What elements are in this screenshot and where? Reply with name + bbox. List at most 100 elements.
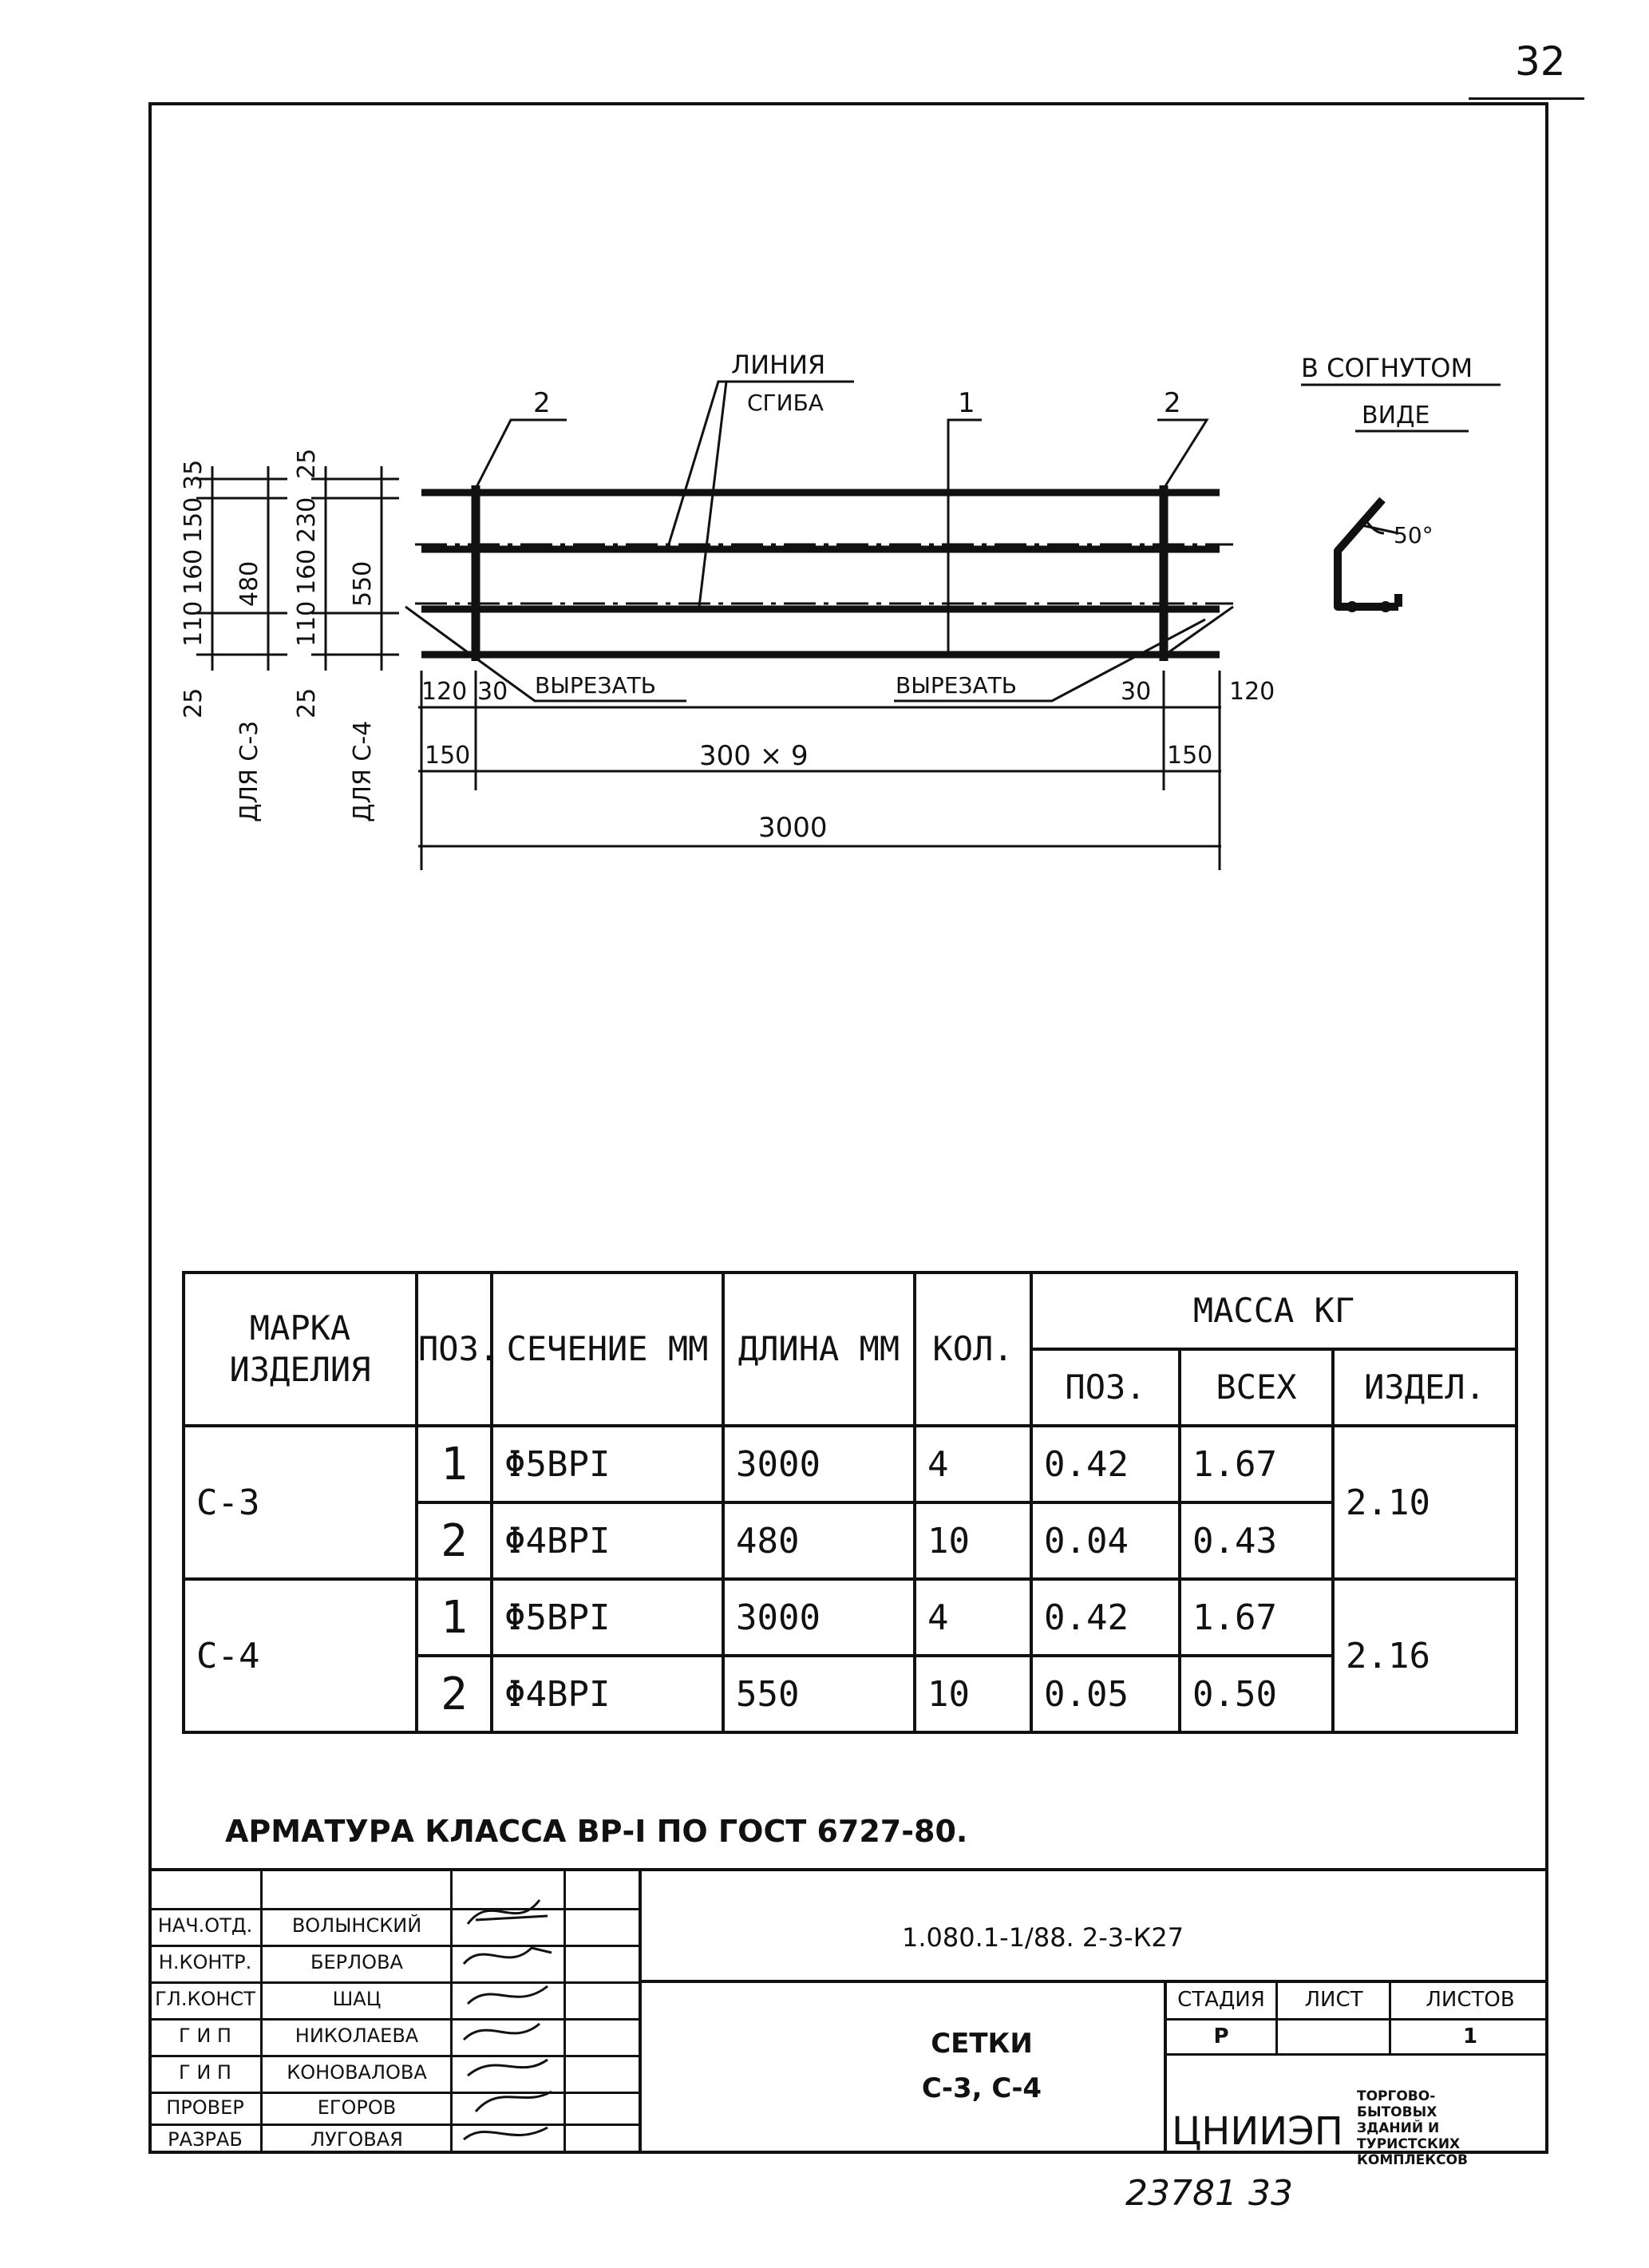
cell-mass-item: 2.16: [1331, 1577, 1518, 1734]
table-row: С-3 1 Φ5ВРI 3000 4 0.42 1.67 2.10: [182, 1424, 1518, 1581]
dim-c4-230: 230: [293, 497, 321, 543]
signature-7: [463, 2126, 548, 2141]
signature-4: [462, 2022, 540, 2041]
dim-c3-35: 35: [180, 460, 208, 490]
horizontal-dims: [418, 671, 1221, 870]
specification-table: МАРКА ИЗДЕЛИЯ ПОЗ. СЕЧЕНИЕ ММ ДЛИНА ММ К…: [182, 1271, 1518, 1734]
staff-name: НИКОЛАЕВА: [295, 2025, 419, 2047]
leader-pos-2-right: [1157, 418, 1209, 489]
cell-section: Φ5ВРI: [490, 1424, 725, 1504]
dim-150-left: 150: [425, 742, 470, 770]
header-mass: МАССА КГ: [1030, 1271, 1518, 1351]
organization-subtitle: ТОРГОВО- БЫТОВЫХ ЗДАНИЙ И ТУРИСТСКИХ КОМ…: [1357, 2088, 1469, 2168]
signature-3: [466, 1985, 548, 2005]
cell-mass-pos: 0.04: [1030, 1501, 1181, 1581]
dim-c4-total: 550: [349, 561, 377, 607]
cutout-outline: [405, 605, 1234, 656]
page-number-underline: [1469, 97, 1584, 100]
table-row: С-4 1 Φ5ВРI 3000 4 0.42 1.67 2.16: [182, 1577, 1518, 1734]
leader-pos-2-left: [474, 418, 567, 489]
cell-mass-pos: 0.42: [1030, 1424, 1181, 1504]
signatures: [462, 1899, 552, 2141]
dim-c3-25: 25: [180, 688, 208, 718]
bent-view-label-2: ВИДЕ: [1362, 402, 1430, 429]
dim-120-left: 120: [421, 678, 467, 706]
cut-left-label: ВЫРЕЗАТЬ: [535, 672, 656, 699]
bent-profile: [1334, 497, 1402, 611]
cell-section: Φ4ВРI: [490, 1501, 725, 1581]
transverse-bars: [471, 485, 1169, 661]
sheet-label: ЛИСТ: [1304, 1988, 1363, 2012]
signature-1: [466, 1899, 548, 1925]
staff-name: ШАЦ: [332, 1988, 382, 2010]
signature-2: [462, 1946, 552, 1965]
header-mass-all: ВСЕХ: [1178, 1348, 1335, 1427]
cell-mass-pos: 0.42: [1030, 1577, 1181, 1657]
cell-section: Φ5ВРI: [490, 1577, 725, 1657]
label-for-c4: ДЛЯ С-4: [349, 721, 377, 822]
cell-qty: 10: [913, 1501, 1033, 1581]
staff-role: Н.КОНТР.: [158, 1951, 252, 1973]
cell-mark: С-4: [182, 1577, 418, 1734]
cell-mass-all: 1.67: [1178, 1577, 1335, 1657]
staff-role: ПРОВЕР: [166, 2096, 244, 2119]
label-for-c3: ДЛЯ С-3: [235, 721, 263, 822]
cell-length: 480: [722, 1501, 916, 1581]
dim-120-right: 120: [1229, 678, 1275, 706]
sheets-label: ЛИСТОВ: [1426, 1988, 1515, 2012]
mesh-drawing: 110 160 150 35 25 480 ДЛЯ С-3 110 160 23…: [180, 350, 1501, 870]
staff-name: БЕРЛОВА: [310, 1951, 403, 1973]
table-row: 2 Φ4ВРI 550 10 0.05 0.50: [184, 1654, 1517, 1734]
bent-view-label-1: В СОГНУТОМ: [1301, 353, 1473, 383]
dim-c4-160: 160: [293, 549, 321, 595]
cell-section: Φ4ВРI: [490, 1654, 725, 1734]
pos-2-left-label: 2: [533, 387, 551, 419]
drawing-title: СЕТКИ: [931, 2028, 1033, 2060]
staff-role: Г И П: [179, 2061, 231, 2084]
dim-30-left: 30: [477, 678, 508, 706]
cell-length: 3000: [722, 1424, 916, 1504]
header-mass-item: ИЗДЕЛ.: [1331, 1348, 1518, 1427]
staff-role: ГЛ.КОНСТ: [155, 1988, 255, 2010]
leader-pos-1: [947, 418, 982, 489]
cell-pos: 2: [415, 1501, 493, 1581]
dim-c4-110: 110: [293, 601, 321, 647]
dim-c3-150: 150: [180, 497, 208, 543]
header-length: ДЛИНА ММ: [722, 1271, 916, 1427]
bend-line-label-2: СГИБА: [747, 390, 824, 416]
dim-c4-25-top: 25: [293, 449, 321, 479]
dim-total: 3000: [758, 812, 828, 844]
pos-2-right-label: 2: [1164, 387, 1181, 419]
dim-150-right: 150: [1167, 742, 1212, 770]
cell-mass-all: 0.43: [1178, 1501, 1335, 1581]
cell-length: 550: [722, 1654, 916, 1734]
signature-6: [474, 2090, 552, 2112]
vertical-dim-chains: [196, 466, 399, 671]
cell-qty: 10: [913, 1654, 1033, 1734]
header-qty: КОЛ.: [913, 1271, 1033, 1427]
cell-mass-item: 2.10: [1331, 1424, 1518, 1581]
signature-5: [467, 2058, 548, 2077]
cell-pos: 1: [415, 1577, 493, 1657]
header-section: СЕЧЕНИЕ ММ: [490, 1271, 725, 1427]
stage-value: Р: [1213, 2025, 1229, 2048]
leader-bend-line: [666, 380, 854, 550]
leader-cut-left: [470, 653, 686, 703]
dim-c3-160: 160: [180, 549, 208, 595]
longitudinal-bars: [421, 489, 1220, 659]
cell-mark: С-3: [182, 1424, 418, 1581]
cell-mass-all: 1.67: [1178, 1424, 1335, 1504]
dim-c3-total: 480: [235, 561, 263, 607]
sheets-value: 1: [1462, 2025, 1478, 2048]
cell-pos: 1: [415, 1424, 493, 1504]
header-mark: МАРКА ИЗДЕЛИЯ: [182, 1271, 418, 1427]
dim-c3-110: 110: [180, 601, 208, 647]
dims-c3-text: 110 160 150 35 25 480 ДЛЯ С-3 110 160 23…: [180, 449, 377, 822]
cell-pos: 2: [415, 1654, 493, 1734]
cell-mass-pos: 0.05: [1030, 1654, 1181, 1734]
dim-30-right: 30: [1121, 678, 1151, 706]
drawing-subtitle: С-3, С-4: [921, 2072, 1042, 2104]
bend-line-label-1: ЛИНИЯ: [731, 350, 825, 380]
document-code: 1.080.1-1/88. 2-3-К27: [902, 1922, 1184, 1953]
staff-name: ЕГОРОВ: [317, 2096, 397, 2119]
